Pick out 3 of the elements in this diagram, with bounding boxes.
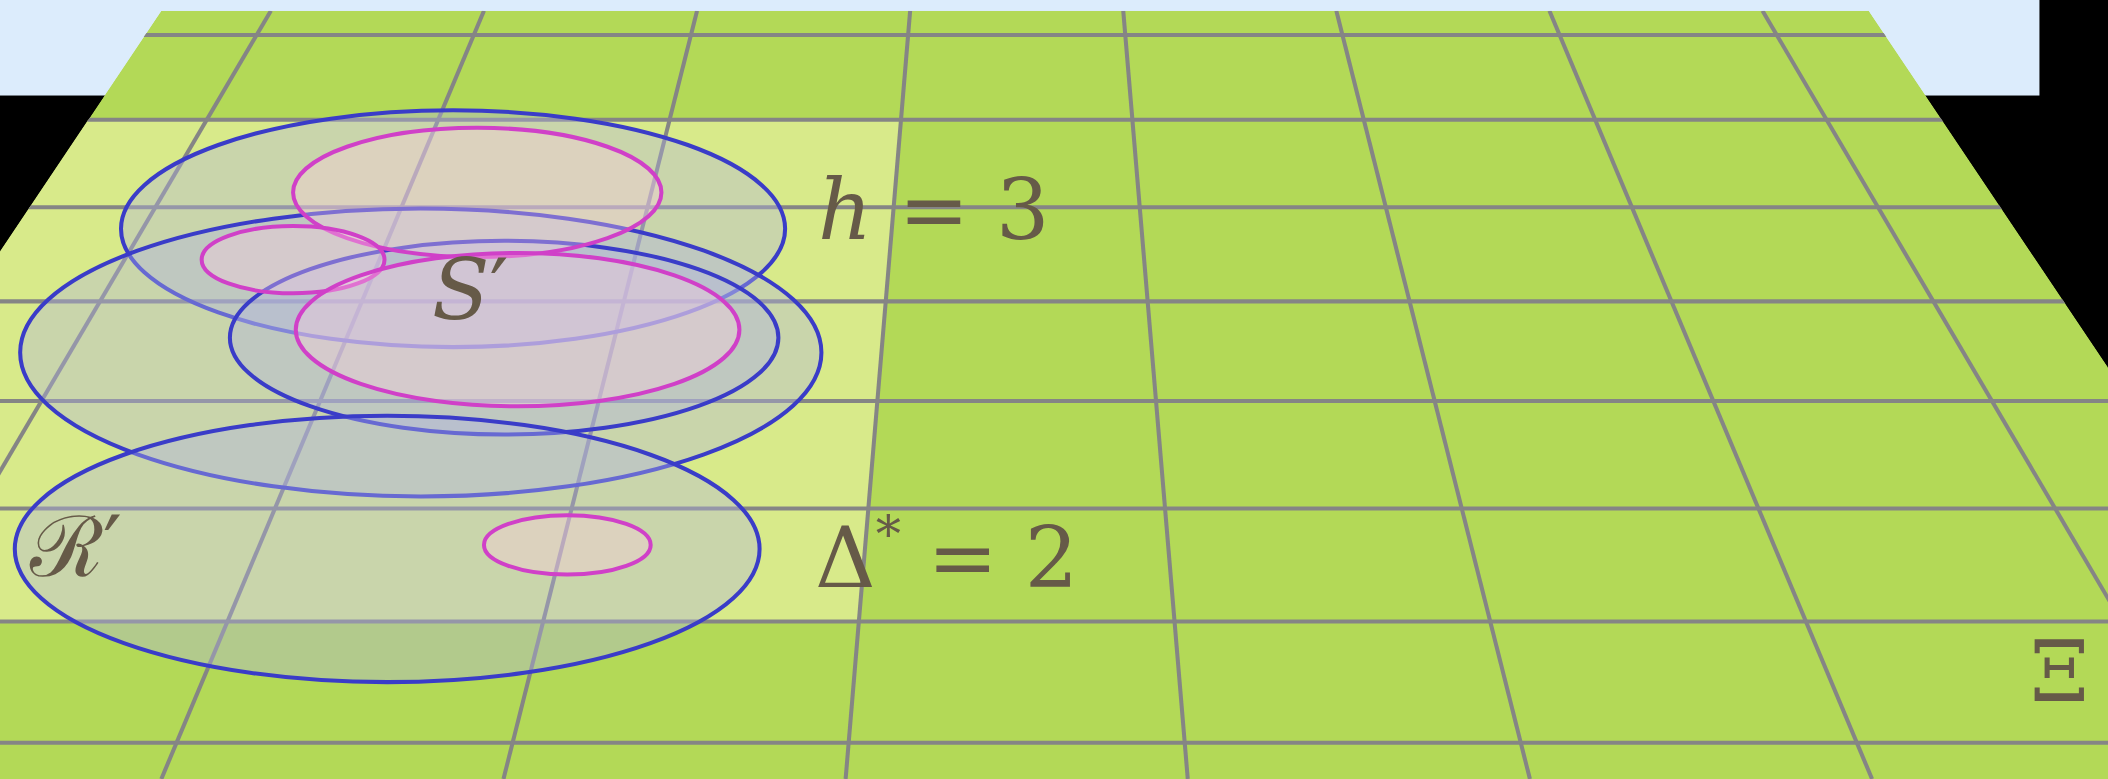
symbol-label: Ξ [2030, 630, 2090, 714]
set-label: S′ [432, 248, 509, 332]
set-label: ℛ′ [30, 505, 123, 589]
